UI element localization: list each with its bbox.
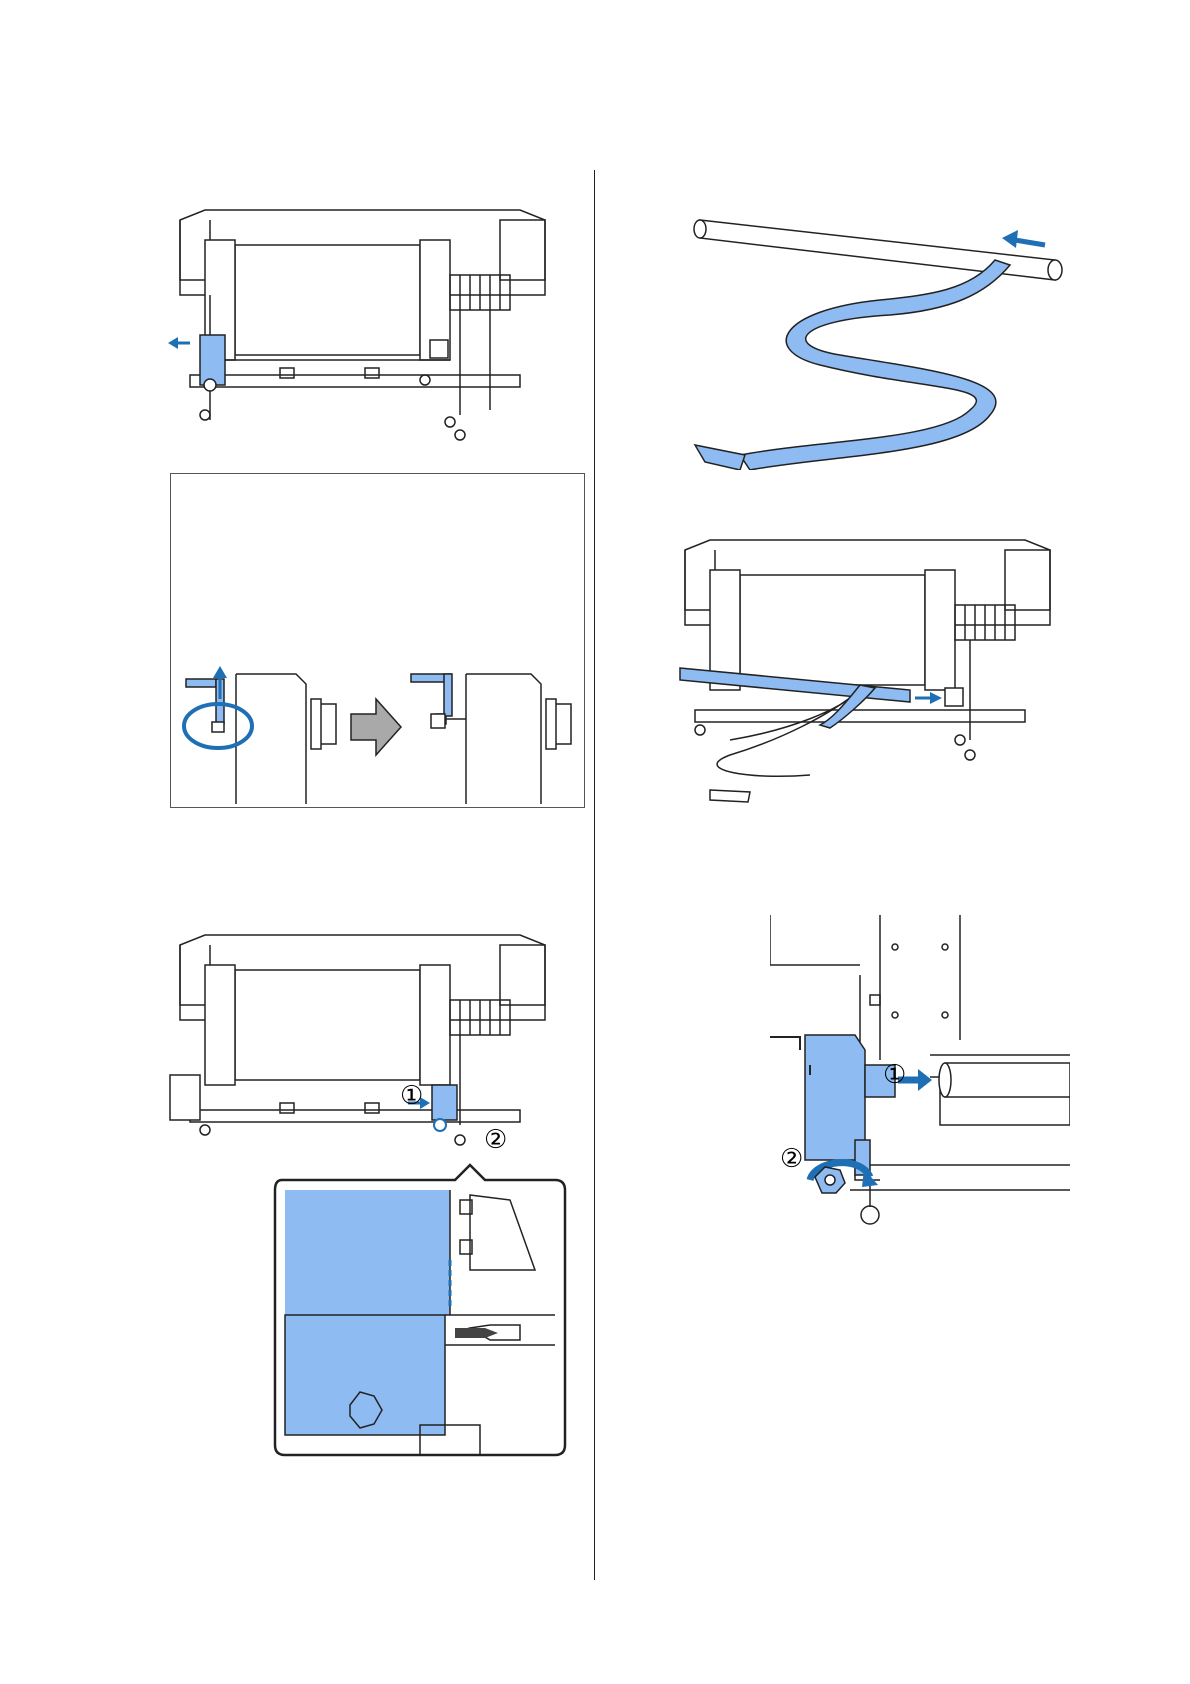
figure-printer-holder-left — [160, 200, 580, 450]
column-divider — [594, 170, 595, 1580]
printer-tube-illustration — [670, 530, 1080, 830]
figure-holder-closeup — [770, 915, 1070, 1255]
holder-closeup-illustration — [770, 915, 1070, 1255]
figure-printer-tube-insert — [670, 530, 1080, 830]
step-2-marker-closeup: ② — [780, 1146, 803, 1172]
note-box — [170, 473, 585, 808]
step-1-marker-closeup: ① — [883, 1062, 906, 1088]
printer-illustration-2 — [160, 925, 580, 1155]
tube-tape-illustration — [690, 200, 1070, 470]
printer-illustration — [160, 200, 580, 450]
figure-holder-detail-callout — [270, 1160, 570, 1460]
figure-printer-holder-right — [160, 925, 580, 1155]
step-1-marker: ① — [400, 1083, 423, 1109]
handle-illustration — [176, 664, 576, 804]
detail-callout-illustration — [270, 1160, 570, 1460]
step-2-marker: ② — [484, 1127, 507, 1153]
figure-handle-detail — [176, 664, 576, 804]
figure-tube-tape — [690, 200, 1070, 470]
